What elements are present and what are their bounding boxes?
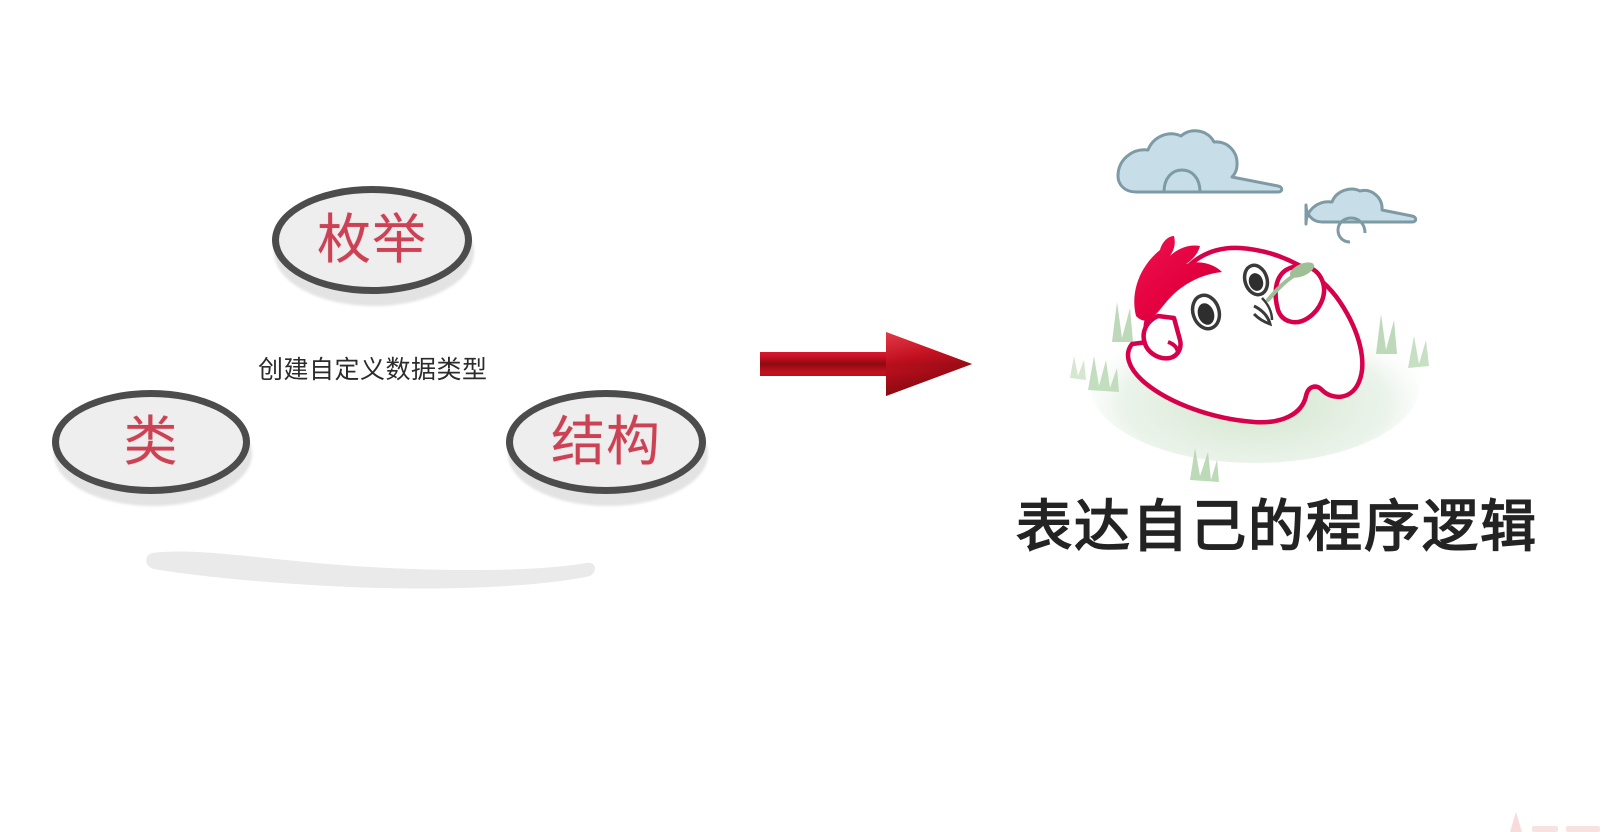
corner-watermark-icon	[1510, 812, 1600, 832]
cloud-large-icon	[1116, 129, 1284, 194]
cat-figure-icon	[1125, 236, 1365, 425]
badge-enum[interactable]: 枚举	[272, 186, 474, 306]
badge-class[interactable]: 类	[52, 390, 252, 506]
badge-enum-label: 枚举	[317, 210, 427, 270]
grass-straw-icon	[1266, 262, 1315, 302]
left-group-caption: 创建自定义数据类型	[258, 356, 488, 384]
badge-class-label: 类	[123, 412, 179, 472]
badge-enum-body	[272, 186, 472, 294]
page-title: 表达自己的程序逻辑	[1016, 495, 1538, 558]
cloud-small-icon	[1304, 187, 1418, 244]
badge-struct-label: 结构	[551, 412, 661, 472]
badge-struct[interactable]: 结构	[506, 390, 708, 506]
badge-struct-body	[506, 390, 706, 494]
badge-class-body	[52, 390, 250, 494]
smile-swoosh-icon	[146, 551, 595, 589]
cat-lying-in-grass-illustration	[1070, 129, 1429, 482]
right-arrow-icon	[760, 332, 972, 396]
